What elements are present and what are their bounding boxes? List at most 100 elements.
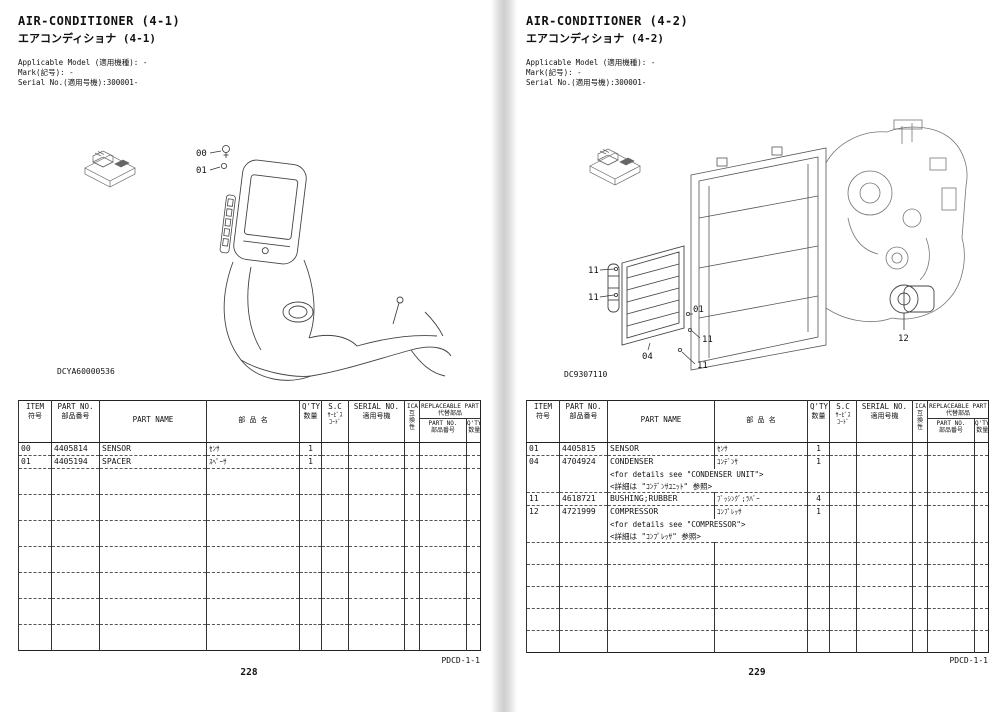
doc-code: PDCD-1-1 (949, 656, 988, 665)
part-name-cell: SPACER (99, 455, 207, 469)
note-cell: <詳細は "ｺﾝﾃﾞﾝｻﾕﾆｯﾄ" 参照> (607, 480, 808, 493)
col-serial-no: SERIAL NO.適用号機 (348, 400, 405, 443)
machine-location-thumbnail (589, 148, 641, 186)
table-row: 11 4618721 BUSHING;RUBBER ﾌﾞｯｼﾝｸﾞ;ﾗﾊﾞｰ 4 (526, 492, 989, 506)
machine-location-thumbnail (84, 150, 136, 188)
col-part-no: PART NO.部品番号 (559, 400, 608, 443)
item-cell: 01 (526, 442, 560, 456)
meta-serial-no: Serial No.(適用号機):300001- (526, 78, 647, 87)
item-cell: 01 (18, 455, 52, 469)
note-row: <for details see "CONDENSER UNIT"> (526, 468, 989, 481)
col-part-name: PART NAME (99, 400, 207, 443)
empty-row (18, 624, 481, 651)
item-cell: 11 (526, 492, 560, 506)
monitor-panel (233, 159, 307, 265)
item-cell: 00 (18, 442, 52, 456)
meta-mark: Mark(記号): - (18, 68, 74, 77)
part-name-jp-cell: ﾌﾞｯｼﾝｸﾞ;ﾗﾊﾞｰ (714, 492, 808, 506)
empty-row (526, 608, 989, 631)
note-cell: <for details see "COMPRESSOR"> (607, 518, 808, 531)
qty-cell: 1 (807, 442, 830, 456)
empty-row (18, 598, 481, 625)
callout-label: 12 (898, 334, 909, 344)
part-name-cell: COMPRESSOR (607, 505, 715, 519)
technical-drawing-engine-cooling: 11 11 01 11 11 04 12 (588, 119, 968, 371)
meta-block: Applicable Model (適用機種): - Mark(記号): - S… (526, 58, 655, 88)
empty-row (18, 468, 481, 495)
part-name-jp-cell: ｾﾝｻ (714, 442, 808, 456)
page-number: 228 (240, 667, 258, 678)
part-no-cell: 4721999 (559, 505, 608, 519)
item-cell: 04 (526, 455, 560, 469)
part-name-cell: SENSOR (607, 442, 715, 456)
note-row: <for details see "COMPRESSOR"> (526, 518, 989, 531)
part-no-cell: 4405814 (51, 442, 100, 456)
qty-cell: 1 (807, 505, 830, 519)
callout-00: 00 (196, 145, 230, 159)
col-repl-part-no: PART NO.部品番号 (929, 419, 975, 442)
console-body (223, 259, 452, 381)
part-no-cell: 4704924 (559, 455, 608, 469)
callout-label: 04 (642, 352, 653, 362)
table-row: 00 4405814 SENSOR ｾﾝｻ 1 (18, 442, 481, 456)
callout-label: 11 (588, 293, 599, 303)
engine (825, 119, 968, 323)
part-name-jp-cell: ｾﾝｻ (206, 442, 300, 456)
meta-applicable-model: Applicable Model (適用機種): - (18, 58, 148, 67)
sensor-part (222, 145, 230, 158)
figure-code: DC9307110 (564, 370, 608, 379)
meta-serial-no: Serial No.(適用号機):300001- (18, 78, 139, 87)
empty-row (526, 564, 989, 587)
page-229: AIR-CONDITIONER (4-2) エアコンディショナ (4-2) Ap… (517, 0, 1007, 712)
meta-block: Applicable Model (適用機種): - Mark(記号): - S… (18, 58, 147, 88)
qty-cell: 1 (299, 455, 322, 469)
empty-row (526, 542, 989, 565)
callout-label: 11 (588, 266, 599, 276)
callout-label: 11 (697, 361, 708, 371)
callout-label: 01 (196, 166, 207, 176)
qty-cell: 1 (807, 455, 830, 469)
page-number: 229 (748, 667, 766, 678)
table-row: 12 4721999 COMPRESSOR ｺﾝﾌﾟﾚｯｻ 1 (526, 505, 989, 519)
part-name-jp-cell: ｺﾝﾃﾞﾝｻ (714, 455, 808, 469)
col-part-name-jp: 部 品 名 (206, 400, 300, 443)
table-row: 01 4405194 SPACER ｽﾍﾟｰｻ 1 (18, 455, 481, 469)
page-gutter (491, 0, 517, 712)
technical-drawing-cab-console: 00 01 (84, 145, 452, 381)
page-title-jp: エアコンディショナ (4-2) (526, 32, 664, 45)
empty-row (18, 572, 481, 599)
empty-row (18, 520, 481, 547)
empty-row (526, 586, 989, 609)
qty-cell: 4 (807, 492, 830, 506)
part-name-jp-cell: ｽﾍﾟｰｻ (206, 455, 300, 469)
radiator (690, 146, 827, 371)
page-228: AIR-CONDITIONER (4-1) エアコンディショナ (4-1) Ap… (0, 0, 491, 712)
col-part-no: PART NO.部品番号 (51, 400, 100, 443)
note-cell: <詳細は "ｺﾝﾌﾟﾚｯｻ" 参照> (607, 530, 808, 543)
callout-01: 01 (196, 163, 227, 176)
keypad (219, 194, 236, 254)
empty-row (18, 546, 481, 573)
table-row: 01 4405815 SENSOR ｾﾝｻ 1 (526, 442, 989, 456)
note-cell: <for details see "CONDENSER UNIT"> (607, 468, 808, 481)
empty-row (526, 630, 989, 653)
meta-mark: Mark(記号): - (526, 68, 582, 77)
callout-label: 11 (702, 335, 713, 345)
figure-code: DCYA60000536 (57, 367, 115, 376)
empty-row (18, 494, 481, 521)
meta-applicable-model: Applicable Model (適用機種): - (526, 58, 656, 67)
